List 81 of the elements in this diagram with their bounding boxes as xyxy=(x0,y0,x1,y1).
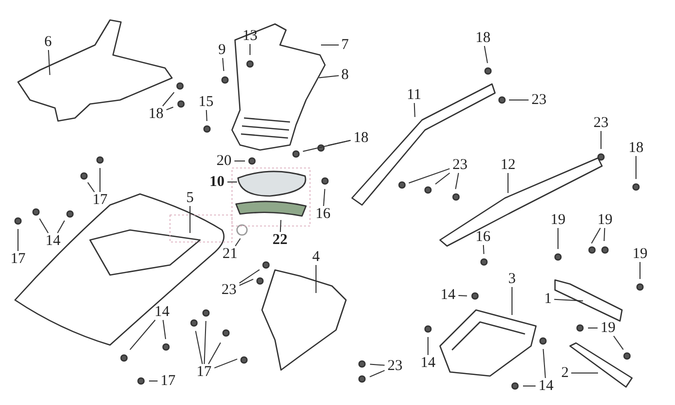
callout-number: 20 xyxy=(216,153,232,169)
leader-line xyxy=(484,46,488,64)
callout-number: 23 xyxy=(532,92,546,108)
callout-number: 14 xyxy=(154,304,170,320)
leader-line xyxy=(214,358,238,368)
callout-number: 22 xyxy=(272,232,288,248)
callout-number: 3 xyxy=(508,271,516,287)
leader-line xyxy=(414,102,416,118)
callout-number: 18 xyxy=(148,106,164,122)
leader-line xyxy=(195,330,203,364)
leader-line xyxy=(458,294,468,296)
leader-line xyxy=(238,269,260,284)
leader-line xyxy=(370,364,386,366)
callout-number: 17 xyxy=(196,364,212,380)
leader-line xyxy=(204,320,206,364)
leader-line xyxy=(148,380,158,382)
leader-line xyxy=(591,228,601,244)
leader-line xyxy=(613,336,624,350)
leader-line xyxy=(206,110,208,122)
leader-line xyxy=(129,320,156,350)
leader-line xyxy=(570,372,598,374)
callout-number: 23 xyxy=(594,115,608,131)
leader-line xyxy=(162,92,175,106)
callout-number: 14 xyxy=(420,355,436,371)
callout-number: 6 xyxy=(44,34,52,50)
leader-line xyxy=(434,172,450,185)
callout-number: 14 xyxy=(538,378,554,394)
callout-number: 15 xyxy=(198,94,214,110)
callout-number: 17 xyxy=(92,192,108,208)
leader-line xyxy=(323,188,326,206)
callout-number: 9 xyxy=(218,42,226,58)
leader-line xyxy=(600,130,602,150)
leader-line xyxy=(408,168,450,184)
callout-number: 19 xyxy=(598,212,612,228)
callout-number: 19 xyxy=(600,320,616,336)
callout-number: 18 xyxy=(476,30,490,46)
callout-number: 16 xyxy=(316,206,330,222)
leader-line xyxy=(604,228,606,242)
callout-number: 21 xyxy=(222,246,238,262)
leader-line xyxy=(318,75,340,78)
leader-line xyxy=(234,160,246,162)
callout-number: 23 xyxy=(452,157,468,173)
leader-line xyxy=(166,106,174,110)
leader-line xyxy=(238,278,254,286)
callout-number: 18 xyxy=(354,130,368,146)
callout-number: 23 xyxy=(222,282,236,298)
leader-line xyxy=(302,140,352,152)
callout-number: 17 xyxy=(10,251,26,267)
leader-line xyxy=(542,348,546,378)
callout-number: 4 xyxy=(312,249,320,265)
callout-number: 19 xyxy=(632,246,648,262)
leader-line xyxy=(455,172,460,190)
callout-number: 19 xyxy=(550,212,566,228)
leader-line xyxy=(87,182,95,192)
callout-number: 16 xyxy=(476,229,490,245)
callout-number: 1 xyxy=(544,291,552,307)
leader-line xyxy=(48,50,50,76)
leader-line xyxy=(327,140,352,146)
callout-number: 10 xyxy=(210,174,224,190)
leader-line xyxy=(369,370,386,378)
callout-number: 18 xyxy=(628,140,644,156)
leader-line xyxy=(320,44,340,46)
leader-line xyxy=(222,58,224,72)
leader-line xyxy=(554,298,584,302)
callout-number: 23 xyxy=(388,358,402,374)
leader-line xyxy=(280,220,282,232)
callout-number: 14 xyxy=(46,233,60,249)
callout-number: 12 xyxy=(500,157,516,173)
leader-line xyxy=(57,220,66,234)
leader-line xyxy=(39,218,49,234)
leader-line xyxy=(234,238,241,246)
leader-line xyxy=(482,244,484,254)
callout-number: 11 xyxy=(406,87,422,103)
callout-number: 5 xyxy=(186,190,194,206)
callout-number: 8 xyxy=(341,67,349,83)
leader-line xyxy=(162,320,166,340)
callout-number: 14 xyxy=(440,287,456,303)
leader-line xyxy=(208,342,222,364)
callout-number: 17 xyxy=(160,373,176,389)
callout-number: 7 xyxy=(341,37,349,53)
callout-number: 2 xyxy=(561,365,569,381)
